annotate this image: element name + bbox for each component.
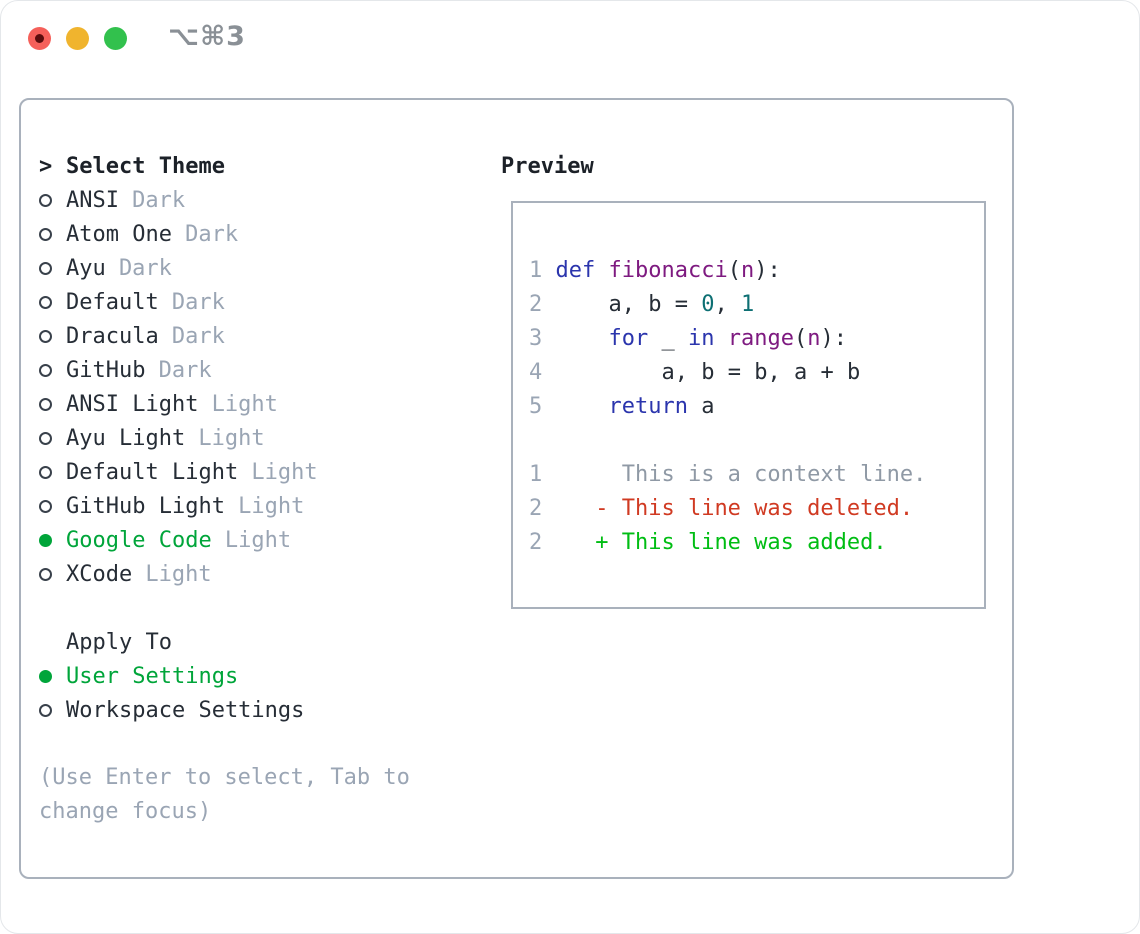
code-line: 4 a, b = b, a + b	[529, 360, 861, 385]
apply-to-header: Apply To	[39, 625, 304, 659]
code-line: 3 for _ in range(n):	[529, 326, 847, 351]
minimize-button[interactable]	[66, 27, 89, 50]
theme-item-variant: Dark	[171, 323, 225, 349]
radio-icon	[39, 499, 66, 513]
theme-item-atom-one[interactable]: Atom One Dark	[39, 217, 318, 251]
radio-icon	[39, 295, 66, 309]
code-preview: 1 def fibonacci(n): 2 a, b = 0, 1 3 for _ …	[513, 203, 984, 560]
radio-icon	[39, 465, 66, 479]
theme-item-label: XCode	[66, 561, 133, 587]
preview-header: Preview	[501, 149, 594, 183]
theme-item-label: GitHub Light	[66, 493, 225, 519]
apply-option-label: User Settings	[66, 663, 239, 689]
theme-item-github[interactable]: GitHub Dark	[39, 353, 318, 387]
radio-icon	[39, 329, 66, 343]
apply-option-workspace-settings[interactable]: Workspace Settings	[39, 693, 304, 727]
theme-item-ayu[interactable]: Ayu Dark	[39, 251, 318, 285]
radio-icon	[39, 193, 66, 207]
theme-item-default[interactable]: Default Dark	[39, 285, 318, 319]
diff-line-add: 2 + This line was added.	[529, 530, 887, 555]
apply-option-user-settings[interactable]: User Settings	[39, 659, 304, 693]
blank-line	[529, 424, 984, 458]
code-line: 1 def fibonacci(n):	[529, 258, 781, 283]
theme-item-variant: Dark	[185, 221, 239, 247]
close-button[interactable]	[28, 27, 51, 50]
theme-item-label: Dracula	[66, 323, 159, 349]
radio-icon	[39, 261, 66, 275]
apply-to-header-label: Apply To	[66, 629, 172, 655]
record-dot-icon	[35, 34, 44, 43]
apply-option-label: Workspace Settings	[66, 697, 305, 723]
theme-item-label: Google Code	[66, 527, 212, 553]
theme-item-ansi[interactable]: ANSI Dark	[39, 183, 318, 217]
radio-selected-icon	[39, 669, 66, 683]
theme-item-variant: Light	[211, 391, 278, 417]
theme-item-variant: Dark	[118, 255, 172, 281]
theme-item-label: ANSI Light	[66, 391, 199, 417]
radio-icon	[39, 431, 66, 445]
theme-item-google-code[interactable]: Google Code Light	[39, 523, 318, 557]
theme-item-default-light[interactable]: Default Light Light	[39, 455, 318, 489]
preview-header-label: Preview	[501, 153, 594, 179]
diff-line-del: 2 - This line was deleted.	[529, 496, 914, 521]
diff-line-ctx: 1 This is a context line.	[529, 462, 927, 487]
theme-item-label: Default	[66, 289, 159, 315]
window-title: ⌥⌘3	[168, 21, 246, 52]
theme-item-ansi-light[interactable]: ANSI Light Light	[39, 387, 318, 421]
maximize-button[interactable]	[104, 27, 127, 50]
radio-selected-icon	[39, 533, 66, 547]
theme-item-github-light[interactable]: GitHub Light Light	[39, 489, 318, 523]
theme-item-variant: Light	[198, 425, 265, 451]
theme-item-variant: Dark	[132, 187, 186, 213]
theme-item-ayu-light[interactable]: Ayu Light Light	[39, 421, 318, 455]
code-line: 2 a, b = 0, 1	[529, 292, 755, 317]
theme-item-variant: Dark	[171, 289, 225, 315]
code-line: 5 return a	[529, 394, 715, 419]
radio-icon	[39, 363, 66, 377]
theme-item-xcode[interactable]: XCode Light	[39, 557, 318, 591]
radio-icon	[39, 567, 66, 581]
select-theme-header-label: Select Theme	[66, 153, 225, 179]
theme-item-label: Ayu	[66, 255, 106, 281]
radio-icon	[39, 703, 66, 717]
theme-item-variant: Light	[145, 561, 212, 587]
theme-item-label: ANSI	[66, 187, 119, 213]
theme-item-variant: Dark	[158, 357, 212, 383]
radio-icon	[39, 227, 66, 241]
cursor-icon: >	[39, 153, 53, 179]
theme-item-variant: Light	[238, 493, 305, 519]
titlebar	[28, 27, 142, 50]
theme-item-variant: Light	[224, 527, 292, 553]
theme-item-label: Ayu Light	[66, 425, 186, 451]
theme-item-label: Default Light	[66, 459, 239, 485]
radio-icon	[39, 397, 66, 411]
theme-item-label: Atom One	[66, 221, 172, 247]
theme-item-dracula[interactable]: Dracula Dark	[39, 319, 318, 353]
preview-box: 1 def fibonacci(n): 2 a, b = 0, 1 3 for _ …	[511, 201, 986, 609]
theme-item-variant: Light	[251, 459, 318, 485]
select-theme-header: > Select Theme	[39, 149, 318, 183]
theme-item-label: GitHub	[66, 357, 146, 383]
